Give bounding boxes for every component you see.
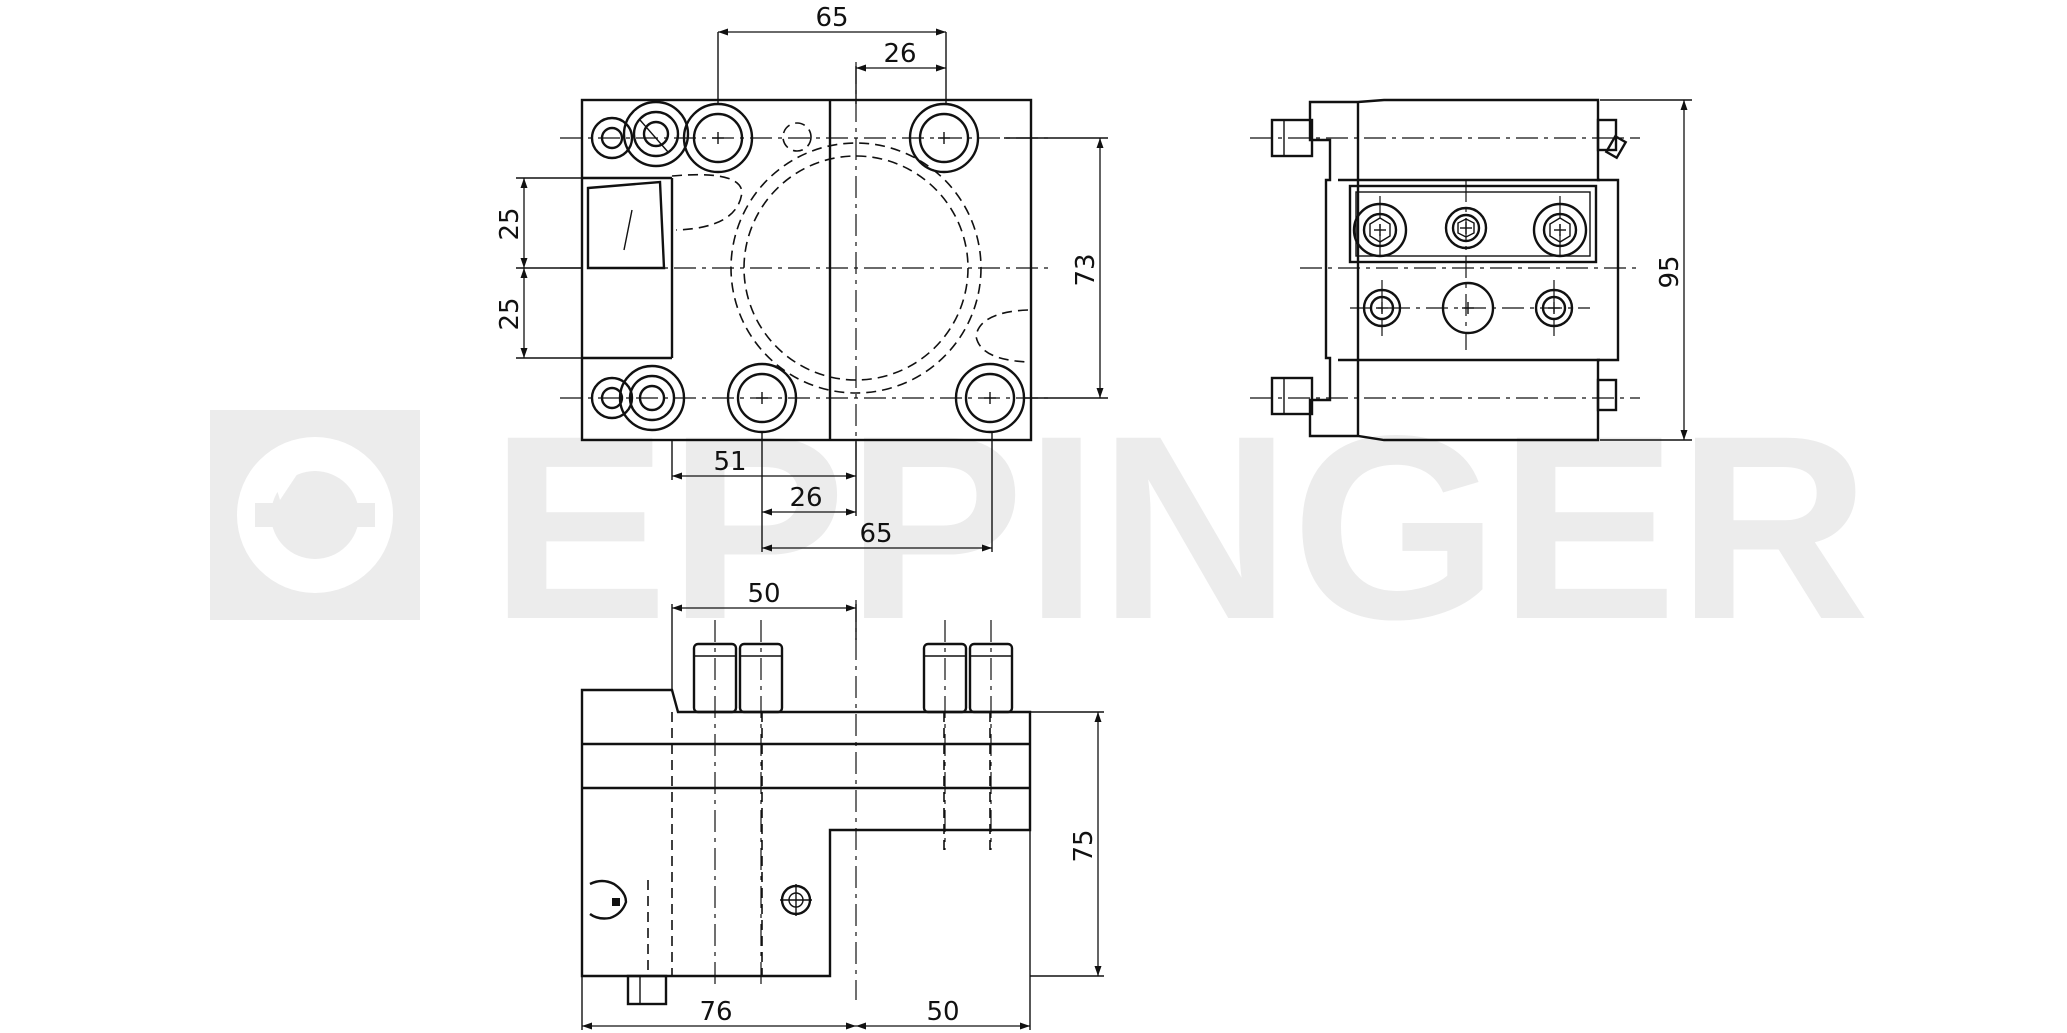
coolant-outlet bbox=[589, 879, 628, 920]
bolt-top-right bbox=[908, 102, 980, 174]
bottom-pin bbox=[626, 974, 668, 1006]
bolt-top-left bbox=[682, 102, 754, 174]
dim-front-bottom-left: 76 bbox=[699, 997, 732, 1027]
dim-side-height: 95 bbox=[1655, 255, 1685, 288]
front-view-body-outline bbox=[580, 688, 1032, 978]
wedge-clamp bbox=[586, 180, 666, 270]
dim-bottom-26: 26 bbox=[789, 483, 822, 513]
side-view: 95 bbox=[1250, 98, 1692, 442]
dim-front-bottom-right: 50 bbox=[926, 997, 959, 1027]
bolt-bottom-right bbox=[954, 362, 1026, 434]
dim-bottom-51: 51 bbox=[713, 447, 746, 477]
brand-watermark-text: EPPINGER bbox=[490, 381, 1870, 674]
dim-top-height: 73 bbox=[1071, 253, 1101, 286]
set-screw-bottom bbox=[590, 364, 686, 432]
eppinger-watermark: EPPINGER bbox=[210, 381, 1870, 674]
grease-nipple bbox=[780, 884, 812, 916]
clamp-plate bbox=[1348, 184, 1598, 264]
side-pin-bottom bbox=[1270, 376, 1314, 416]
dim-top-overall-width: 65 bbox=[815, 3, 848, 33]
front-view: 50 75 76 50 bbox=[580, 579, 1104, 1030]
dim-front-top: 50 bbox=[747, 579, 780, 609]
dim-left-upper: 25 bbox=[495, 207, 525, 240]
dim-top-offset: 26 bbox=[883, 39, 916, 69]
top-view-body-outline bbox=[580, 98, 1033, 442]
eppinger-logo-mark bbox=[210, 410, 420, 620]
set-screw-top bbox=[590, 100, 690, 168]
bolt-bottom-left bbox=[726, 362, 798, 434]
dim-bottom-65: 65 bbox=[859, 519, 892, 549]
dim-front-height: 75 bbox=[1069, 829, 1099, 862]
top-view: 65 26 73 25 25 51 26 65 bbox=[495, 3, 1108, 552]
dim-left-lower: 25 bbox=[495, 297, 525, 330]
